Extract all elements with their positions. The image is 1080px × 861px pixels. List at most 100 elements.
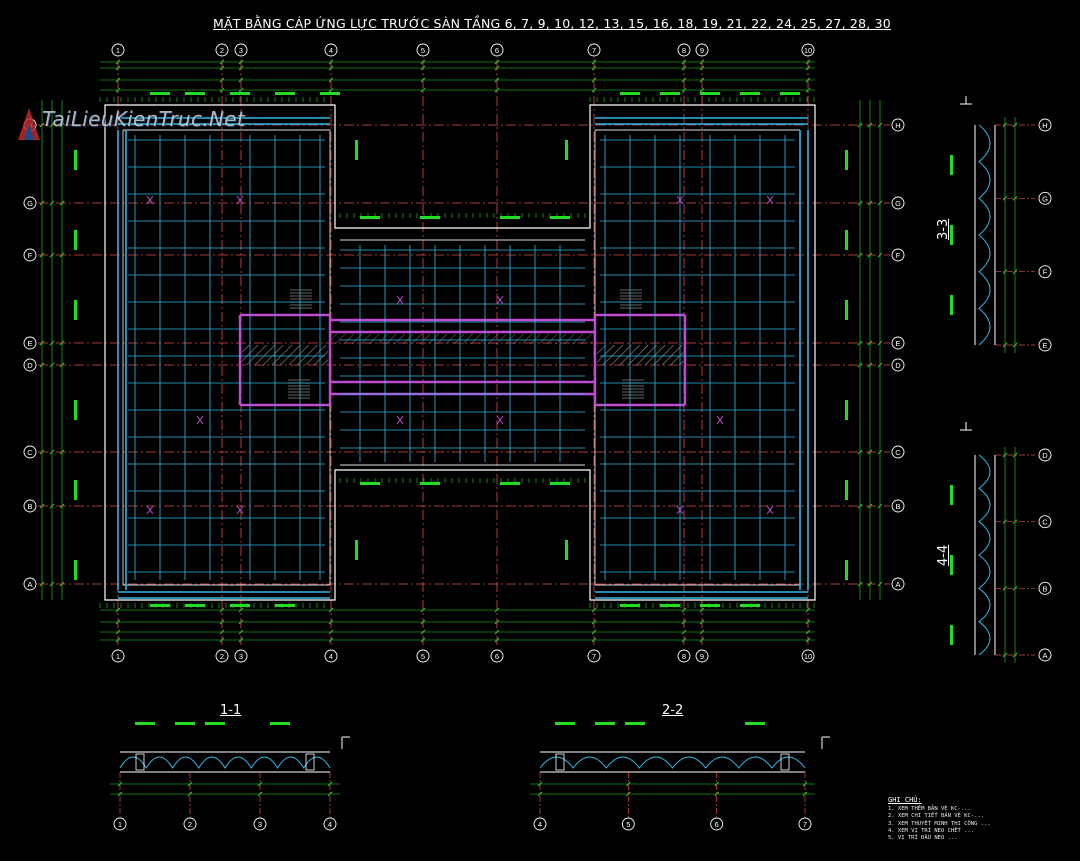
grid-label: A: [895, 580, 900, 589]
dimension-tick: [115, 87, 121, 93]
tendon-tag: [150, 604, 170, 607]
tendon-tag: [845, 300, 848, 320]
tendon-tag: [550, 216, 570, 219]
tendon-tag: [355, 140, 358, 160]
tendon-tag: [550, 482, 570, 485]
dimension-tick: [420, 87, 426, 93]
grid-bubble: [587, 43, 601, 57]
grid-bubble: [23, 445, 37, 459]
section-anchor: [555, 753, 565, 771]
grid-bubble: [215, 649, 229, 663]
dimension-tick: [857, 503, 863, 509]
tendon-tag: [625, 722, 645, 725]
grid-label: 7: [592, 652, 596, 661]
tendon-tag: [320, 92, 340, 95]
tendon-tag: [620, 92, 640, 95]
note-line: 2. XEM CHI TIẾT BẢN VẼ KC-...: [888, 813, 985, 820]
section-grid-label: 4: [538, 820, 542, 829]
section-grid-bubble: [1038, 338, 1052, 352]
tendon-tag: [275, 92, 295, 95]
grid-bubble: [324, 649, 338, 663]
grid-label: 10: [804, 652, 812, 661]
anchor-mark: [766, 195, 774, 205]
grid-bubble: [891, 577, 905, 591]
dimension-tick: [857, 581, 863, 587]
section-tendon-profile: [978, 454, 991, 656]
grid-bubble: [234, 43, 248, 57]
section-grid-bubble: [1038, 581, 1052, 595]
anchor-mark: [496, 415, 504, 425]
grid-bubble: [490, 43, 504, 57]
tendon-tag: [150, 92, 170, 95]
tendon-tag: [420, 482, 440, 485]
grid-label: 3: [239, 46, 243, 55]
grid-label: B: [895, 502, 900, 511]
grid-label: C: [27, 448, 33, 457]
grid-label: 1: [116, 652, 120, 661]
tendon-tag: [845, 560, 848, 580]
section-grid-bubble: [1038, 191, 1052, 205]
tendon-tag: [845, 230, 848, 250]
anchor-mark: [196, 415, 204, 425]
grid-label: 9: [700, 46, 704, 55]
grid-bubble: [677, 43, 691, 57]
tendon-tag: [950, 295, 953, 315]
dimension-tick: [857, 362, 863, 368]
section-4-4-title: 4-4: [936, 544, 951, 566]
anchor-mark: [716, 415, 724, 425]
anchor-mark: [146, 195, 154, 205]
section-tendon-profile: [119, 756, 331, 769]
grid-label: B: [27, 502, 32, 511]
anchor-mark: [676, 195, 684, 205]
grid-label: C: [895, 448, 901, 457]
section-grid-label: H: [1042, 121, 1047, 130]
anchor-mark: [496, 295, 504, 305]
tendon-tag: [660, 92, 680, 95]
tendon-tag: [780, 92, 800, 95]
dimension-tick: [699, 87, 705, 93]
section-2-2-title: 2-2: [662, 703, 684, 718]
grid-label: 9: [700, 652, 704, 661]
grid-bubble: [215, 43, 229, 57]
tendon-tag: [500, 216, 520, 219]
grid-label: 1: [116, 46, 120, 55]
grid-label: F: [896, 251, 901, 260]
tendon-tag: [620, 604, 640, 607]
slab-outline: [104, 104, 816, 601]
section-grid-bubble: [621, 817, 635, 831]
note-line: 1. XEM THÊM BẢN VẼ KC-...: [888, 806, 971, 813]
tendon-tag: [700, 92, 720, 95]
grid-label: 4: [329, 46, 333, 55]
grid-label: G: [895, 199, 901, 208]
grid-label: 5: [421, 652, 425, 661]
dimension-tick: [328, 87, 334, 93]
anchor-mark: [676, 505, 684, 515]
tendon-tag: [845, 480, 848, 500]
grid-bubble: [891, 358, 905, 372]
note-line: 5. VỊ TRÍ ĐẦU NEO ...: [888, 835, 958, 842]
tendon-tag: [360, 216, 380, 219]
dimension-tick: [857, 122, 863, 128]
dimension-tick: [219, 87, 225, 93]
tendon-tag: [74, 150, 77, 170]
dimension-tick: [805, 87, 811, 93]
section-grid-label: 6: [715, 820, 719, 829]
tendon-tag: [74, 300, 77, 320]
grid-bubble: [891, 336, 905, 350]
grid-label: F: [28, 251, 33, 260]
section-grid-label: C: [1042, 518, 1048, 527]
section-grid-bubble: [253, 817, 267, 831]
grid-label: 2: [220, 46, 224, 55]
dimension-tick: [591, 87, 597, 93]
grid-bubble: [891, 248, 905, 262]
grid-label: 10: [804, 46, 812, 55]
section-grid-bubble: [1038, 448, 1052, 462]
note-line: 4. XEM VỊ TRÍ NEO CHẾT ...: [888, 827, 975, 834]
anchor-mark: [766, 505, 774, 515]
grid-bubble: [234, 649, 248, 663]
tendon-tag: [230, 604, 250, 607]
dimension-tick: [857, 200, 863, 206]
section-grid-label: 3: [258, 820, 262, 829]
tendon-tag: [135, 722, 155, 725]
